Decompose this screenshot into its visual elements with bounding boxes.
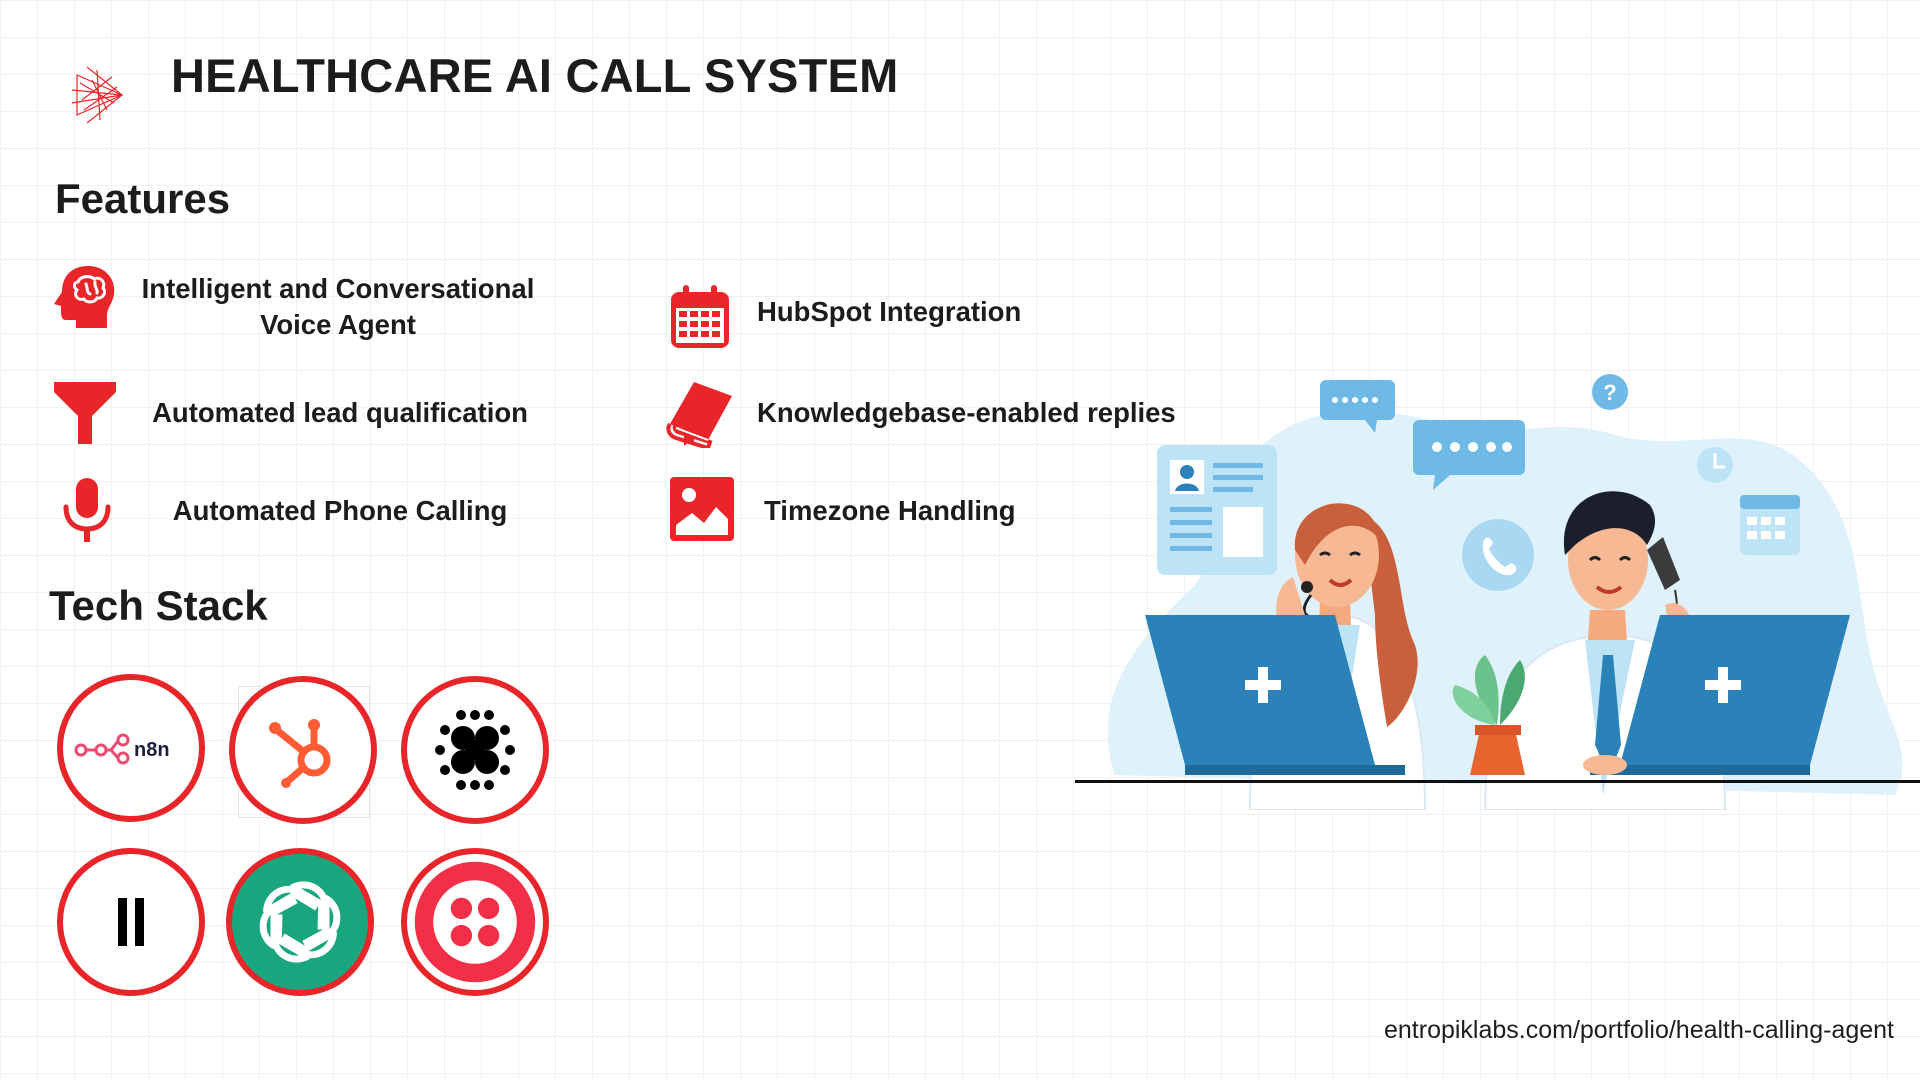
openai-logo-icon [226,848,374,996]
microphone-icon [52,475,122,545]
book-icon [664,378,734,451]
feature-label: Automated lead qualification [152,397,528,428]
feature-label: Automated Phone Calling [172,495,508,526]
feature-label: Knowledgebase-enabled replies [757,397,1176,428]
tech-stack-heading: Tech Stack [49,582,268,629]
features-heading: Features [55,175,231,222]
twilio-logo-icon [401,848,549,996]
calendar-icon [666,282,736,352]
brand-logo-icon [62,55,152,135]
page-title: HEALTHCARE AI CALL SYSTEM [171,49,899,102]
svg-text:n8n: n8n [134,739,170,761]
feature-label: Timezone Handling [764,495,1016,526]
elevenlabs-logo-icon [57,848,205,996]
brain-head-icon [50,262,120,332]
dot-cluster-logo-icon [401,676,549,824]
svg-text:?: ? [1603,380,1616,405]
feature-label: Intelligent and Conversational Voice Age… [141,273,535,340]
funnel-icon [50,378,120,448]
feature-label: HubSpot Integration [757,296,1022,327]
portfolio-url[interactable]: entropiklabs.com/portfolio/health-callin… [1383,1016,1894,1044]
n8n-logo-icon: n8n [57,674,205,822]
doctors-call-center-illustration: ? [1075,355,1920,811]
image-icon [668,475,738,545]
hubspot-logo-icon [229,676,377,824]
